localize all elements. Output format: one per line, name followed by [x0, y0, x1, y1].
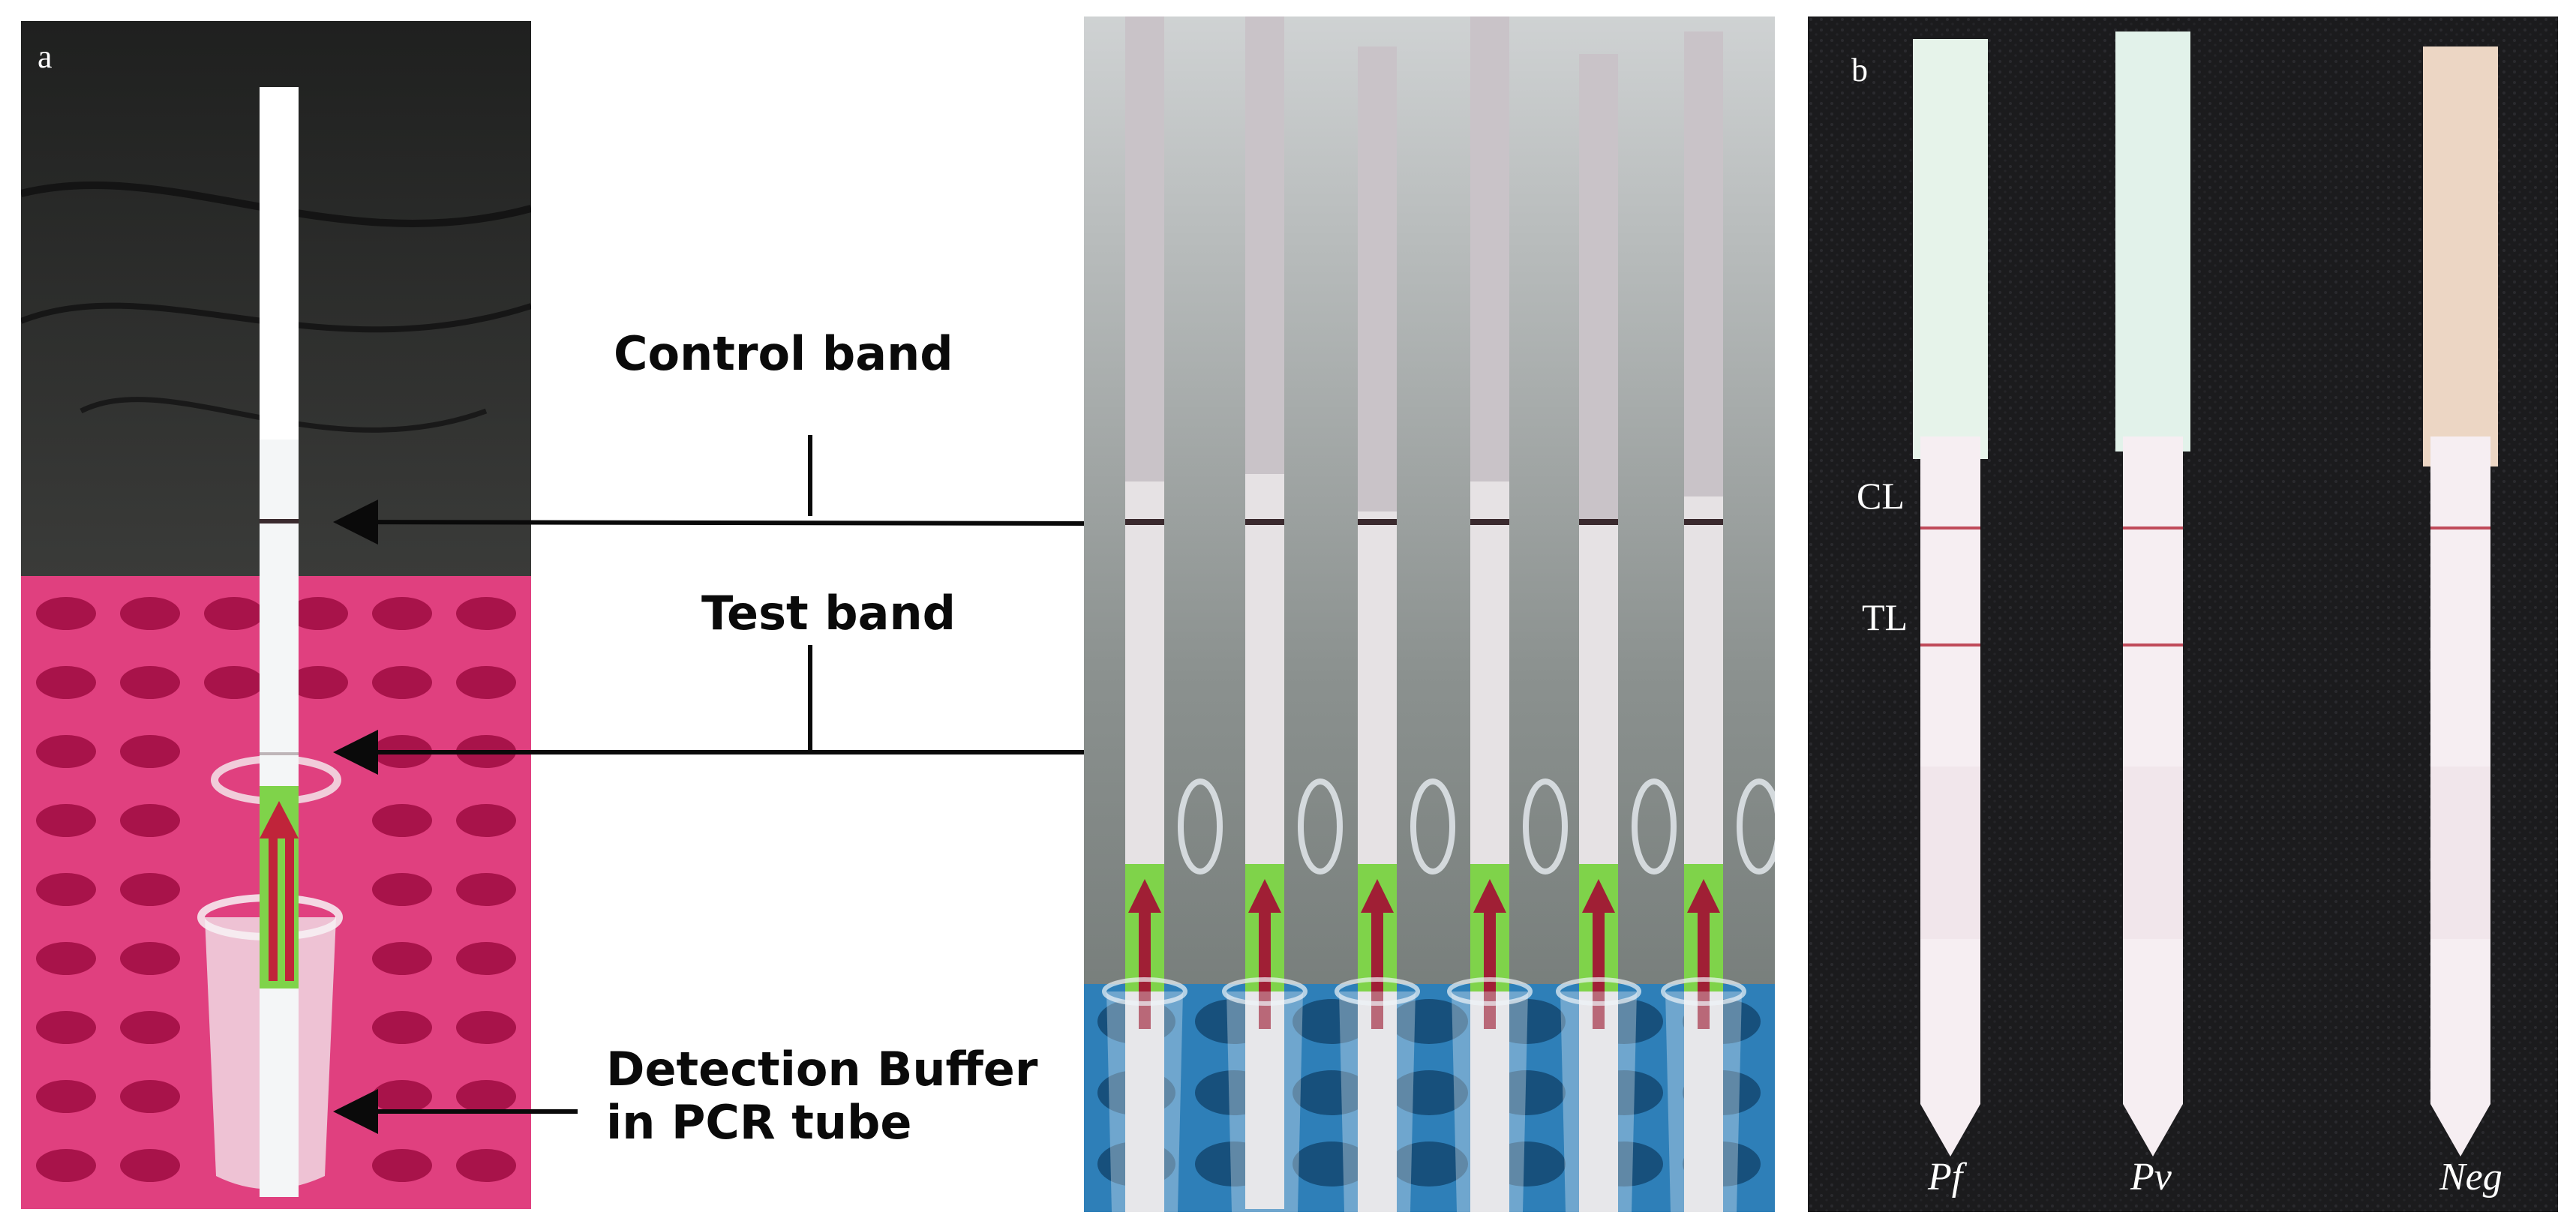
rack-hole [120, 1149, 180, 1182]
panel-a-photo: a [21, 21, 531, 1209]
rack-hole [120, 666, 180, 699]
panel-b-strip [2423, 46, 2498, 1156]
rack-hole [36, 942, 96, 975]
rack-hole [372, 873, 432, 906]
rack-hole [1390, 1070, 1468, 1115]
rack-hole [456, 666, 516, 699]
control-band-arrow [333, 500, 1085, 545]
middle-strip [1335, 46, 1455, 1212]
panel-b-strip [1913, 39, 1988, 1156]
rack-hole [456, 804, 516, 837]
test-band-mark [1920, 644, 1980, 646]
control-band-mark [1470, 519, 1509, 525]
test-band-mark [260, 752, 299, 755]
rack-hole [120, 735, 180, 768]
rack-hole [120, 873, 180, 906]
rack-hole [1390, 1142, 1468, 1186]
panel-a-letter: a [38, 38, 53, 75]
control-band-mark [1245, 519, 1284, 525]
rack-hole [204, 597, 264, 630]
rack-hole [1293, 1070, 1371, 1115]
rack-hole [36, 735, 96, 768]
middle-strip [1556, 54, 1677, 1212]
rack-hole [372, 942, 432, 975]
rack-hole [36, 597, 96, 630]
panel-a-image [21, 21, 531, 1209]
rack-hole [120, 1011, 180, 1044]
panel-b-letter: b [1851, 52, 1868, 88]
rack-holes [36, 597, 516, 1182]
middle-strip [1661, 32, 1775, 1212]
rack-hole [120, 942, 180, 975]
rack-hole [120, 597, 180, 630]
rack-hole [456, 597, 516, 630]
rack-hole [36, 1080, 96, 1113]
middle-strips [1102, 16, 1775, 1212]
rack-hole [372, 1011, 432, 1044]
rack-hole [288, 597, 348, 630]
strip-label-pv: Pv [2130, 1156, 2172, 1198]
panel-b-strip [2115, 32, 2190, 1156]
rack-hole [36, 1011, 96, 1044]
control-band-label: Control band [614, 326, 953, 381]
control-band-mark [1125, 519, 1164, 525]
rack-hole [372, 1149, 432, 1182]
control-band-mark [1920, 526, 1980, 530]
control-band-mark [1579, 519, 1618, 525]
rack-hole [456, 1080, 516, 1113]
rack-hole [372, 597, 432, 630]
rack-hole [36, 804, 96, 837]
rack-hole [204, 666, 264, 699]
rack-hole [288, 666, 348, 699]
rack-hole [36, 873, 96, 906]
rack-hole [1390, 999, 1468, 1044]
rack-hole [1293, 1142, 1371, 1186]
control-band-mark [2123, 526, 2183, 530]
rack-hole [456, 873, 516, 906]
control-line-label: CL [1857, 475, 1905, 517]
middle-strip [1102, 16, 1223, 1212]
control-band-mark [1684, 519, 1723, 525]
rack-hole [372, 804, 432, 837]
rack-hole [456, 942, 516, 975]
rack-hole [456, 1149, 516, 1182]
panel-middle-photo [1084, 16, 1775, 1212]
rack-hole [36, 666, 96, 699]
blue-rack-holes [1097, 999, 1761, 1186]
test-band-label: Test band [701, 586, 956, 640]
control-band-mark [1358, 519, 1397, 525]
middle-strip [1447, 16, 1568, 1212]
strip-label-neg: Neg [2439, 1156, 2502, 1198]
rack-hole [456, 1011, 516, 1044]
strip-label-pf: Pf [1928, 1156, 1963, 1198]
rack-hole [120, 804, 180, 837]
rack-hole [372, 666, 432, 699]
panel-middle-image [1084, 16, 1775, 1212]
detection-buffer-label: Detection Buffer in PCR tube [606, 1042, 1037, 1150]
detection-buffer-line2: in PCR tube [606, 1095, 912, 1150]
rack-hole [36, 1149, 96, 1182]
panel-b-strips [1913, 32, 2498, 1156]
middle-strip [1222, 16, 1343, 1212]
test-line-label: TL [1862, 596, 1908, 638]
test-band-mark [2123, 644, 2183, 646]
panel-b-photo: b CL TL Pf Pv Neg [1808, 16, 2558, 1212]
rack-hole [120, 1080, 180, 1113]
rack-hole [372, 1080, 432, 1113]
panel-b-image [1808, 16, 2558, 1212]
rack-hole [1293, 999, 1371, 1044]
detection-buffer-line1: Detection Buffer [606, 1042, 1038, 1096]
control-band-mark [2430, 526, 2490, 530]
control-band-mark [260, 519, 299, 524]
